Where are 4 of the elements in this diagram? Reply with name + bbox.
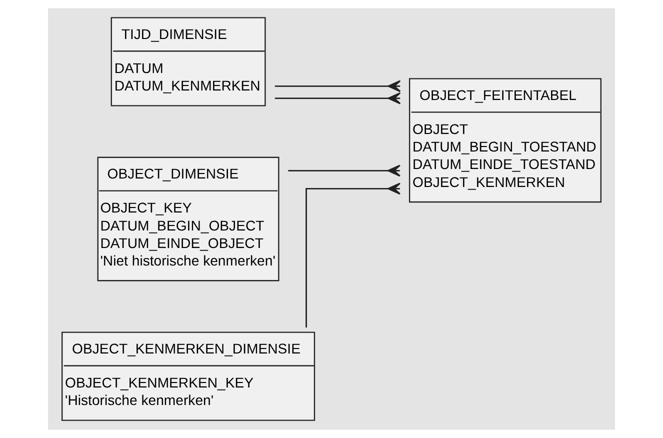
connector	[274, 92, 401, 104]
connector	[274, 80, 401, 92]
connector	[288, 164, 401, 177]
connector	[306, 182, 401, 328]
